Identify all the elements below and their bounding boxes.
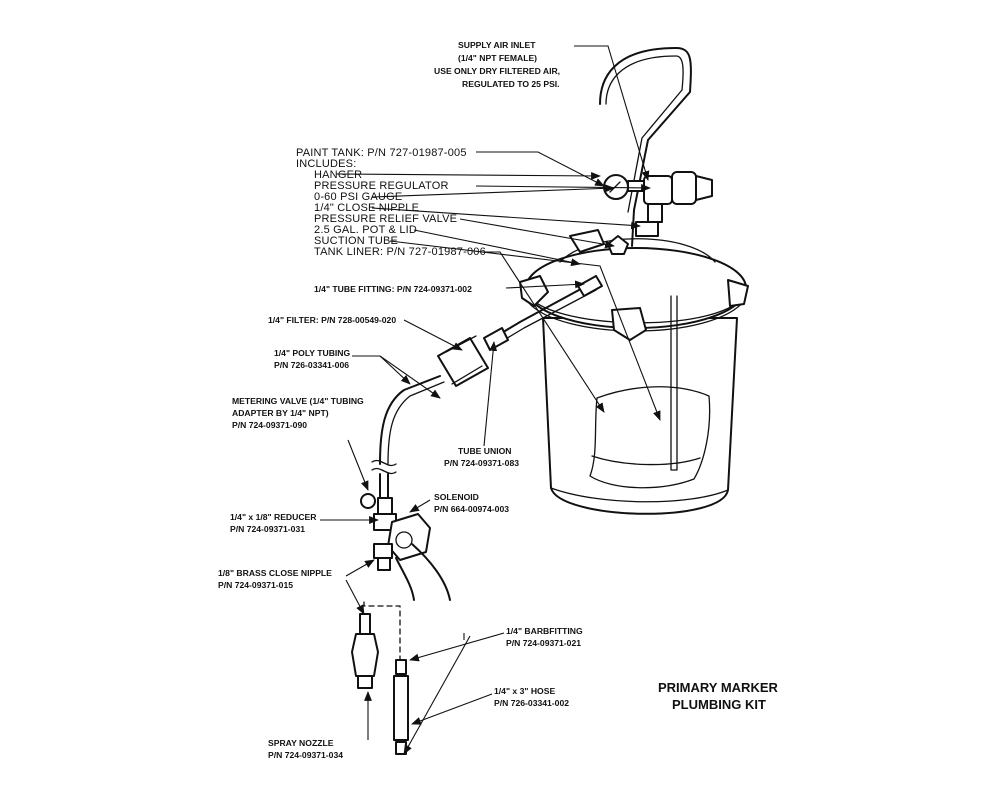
tank-item-relief-valve: PRESSURE RELIEF VALVE [314, 213, 457, 225]
solenoid-label: SOLENOID P/N 664-00974-003 [434, 492, 509, 514]
tube-fitting-label: 1/4" TUBE FITTING: P/N 724-09371-002 [314, 284, 472, 294]
paint-tank-label: PAINT TANK: P/N 727-01987-005 INCLUDES: … [296, 147, 486, 258]
spray-nozzle [351, 613, 379, 689]
hose [393, 675, 409, 741]
supply-line-1: SUPPLY AIR INLET [458, 40, 536, 50]
hose-label: 1/4" x 3" HOSE P/N 726-03341-002 [494, 686, 569, 708]
barb-fitting [395, 659, 407, 675]
svg-text:SOLENOID: SOLENOID [434, 492, 479, 502]
svg-text:P/N 724-09371-090: P/N 724-09371-090 [232, 420, 307, 430]
reducer-label: 1/4" x 1/8" REDUCER P/N 724-09371-031 [230, 512, 317, 534]
tank-item-hanger: HANGER [314, 169, 362, 181]
metering-valve [360, 493, 376, 509]
svg-text:1/4" POLY TUBING: 1/4" POLY TUBING [274, 348, 351, 358]
tank-item-liner: TANK LINER: P/N 727-01987-006 [314, 246, 486, 258]
tube-union [483, 327, 509, 351]
brass-nipple-label: 1/8" BRASS CLOSE NIPPLE P/N 724-09371-01… [218, 568, 332, 590]
svg-text:P/N 724-09371-021: P/N 724-09371-021 [506, 638, 581, 648]
tank-item-nipple: 1/4" CLOSE NIPPLE [314, 202, 419, 214]
lid-clamp-left [519, 275, 549, 307]
supply-air-label: SUPPLY AIR INLET (1/4" NPT FEMALE) USE O… [434, 40, 560, 89]
hanger [599, 47, 692, 247]
tube-union-label: TUBE UNION P/N 724-09371-083 [444, 446, 519, 468]
svg-text:P/N 664-00974-003: P/N 664-00974-003 [434, 504, 509, 514]
filter-label: 1/4" FILTER: P/N 728-00549-020 [268, 315, 396, 325]
tank-item-suction-tube: SUCTION TUBE [314, 235, 398, 247]
metering-valve-label: METERING VALVE (1/4" TUBING ADAPTER BY 1… [232, 396, 364, 430]
supply-line-2: (1/4" NPT FEMALE) [458, 53, 537, 63]
filter [437, 337, 489, 387]
svg-text:P/N 724-09371-083: P/N 724-09371-083 [444, 458, 519, 468]
paint-tank [519, 229, 749, 515]
svg-text:1/8" BRASS CLOSE NIPPLE: 1/8" BRASS CLOSE NIPPLE [218, 568, 332, 578]
diagram-title: PRIMARY MARKER PLUMBING KIT [658, 680, 779, 712]
suction-tube [670, 295, 678, 471]
tank-includes: INCLUDES: [296, 158, 356, 170]
lid-clamp-front [611, 307, 647, 341]
svg-text:METERING VALVE (1/4" TUBING: METERING VALVE (1/4" TUBING [232, 396, 364, 406]
lid-clamp-right [727, 279, 749, 307]
title-line-2: PLUMBING KIT [672, 697, 766, 712]
brass-close-nipple [377, 557, 391, 571]
spray-nozzle-label: SPRAY NOZZLE P/N 724-09371-034 [268, 738, 343, 760]
tubing-assembly [371, 275, 603, 503]
svg-text:P/N 724-09371-015: P/N 724-09371-015 [218, 580, 293, 590]
tank-item-regulator: PRESSURE REGULATOR [314, 180, 449, 192]
solenoid [387, 513, 431, 561]
svg-text:P/N 724-09371-031: P/N 724-09371-031 [230, 524, 305, 534]
valve-assembly [360, 493, 451, 661]
svg-text:1/4" BARBFITTING: 1/4" BARBFITTING [506, 626, 583, 636]
svg-text:P/N 726-03341-002: P/N 726-03341-002 [494, 698, 569, 708]
supply-line-3: USE ONLY DRY FILTERED AIR, [434, 66, 560, 76]
svg-text:SPRAY NOZZLE: SPRAY NOZZLE [268, 738, 334, 748]
svg-text:TUBE UNION: TUBE UNION [458, 446, 511, 456]
svg-text:ADAPTER BY 1/4" NPT): ADAPTER BY 1/4" NPT) [232, 408, 329, 418]
svg-text:P/N 724-09371-034: P/N 724-09371-034 [268, 750, 343, 760]
poly-tubing-label: 1/4" POLY TUBING P/N 726-03341-006 [274, 348, 351, 370]
tank-item-gauge: 0-60 PSI GAUGE [314, 191, 402, 203]
title-line-1: PRIMARY MARKER [658, 680, 779, 695]
barb-hose [393, 659, 409, 755]
tank-item-pot-lid: 2.5 GAL. POT & LID [314, 224, 417, 236]
svg-text:1/4" x 3" HOSE: 1/4" x 3" HOSE [494, 686, 555, 696]
supply-line-4: REGULATED TO 25 PSI. [462, 79, 560, 89]
svg-text:1/4" x 1/8" REDUCER: 1/4" x 1/8" REDUCER [230, 512, 317, 522]
svg-text:P/N 726-03341-006: P/N 726-03341-006 [274, 360, 349, 370]
leader-lines [320, 45, 661, 755]
barb-fitting-label: 1/4" BARBFITTING P/N 724-09371-021 [506, 626, 583, 648]
relief-valve [607, 235, 629, 255]
tube-fitting [577, 275, 603, 297]
pressure-regulator [603, 171, 713, 237]
pot-body [542, 317, 738, 515]
poly-tubing [379, 375, 441, 465]
tank-header: PAINT TANK: P/N 727-01987-005 [296, 147, 467, 159]
